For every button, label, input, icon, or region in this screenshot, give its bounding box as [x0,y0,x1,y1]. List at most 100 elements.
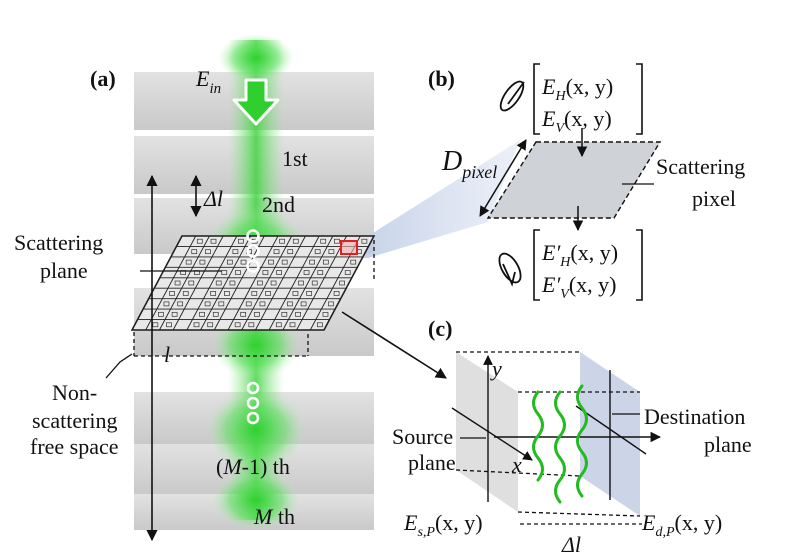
grid-cell-mark [270,280,277,286]
output-ev: E′V(x, y) [541,272,616,302]
grid-cell-mark [158,311,164,317]
scattering-plane-label-1: Scattering [14,230,103,255]
grid-cell-mark [309,259,315,265]
grid-cell-mark [334,238,340,244]
grid-cell-mark [218,301,225,307]
pixel-label-2: pixel [692,186,736,211]
source-x-axis [451,407,533,461]
dest-x-axis [575,405,647,455]
axis-x-label: x [511,452,522,477]
input-field-label: Ein [195,66,221,97]
grid-cell-mark [311,280,318,286]
grid-cell-mark [259,301,266,307]
grid-cell-mark [191,249,198,255]
source-plane-label-2: plane [408,450,456,475]
grid-cell-mark [238,238,244,244]
thickness-label: l [164,342,170,367]
scattering-plane-label-2: plane [40,258,88,283]
grid-cell-mark [234,322,241,328]
grid-cell-mark [276,270,282,275]
grid-cell-mark [215,280,222,286]
grid-cell-mark [328,301,334,307]
grid-cell-mark [292,238,299,244]
grid-cell-mark [320,238,327,244]
grid-cell-mark [322,259,329,265]
grid-cell-mark [221,270,228,275]
grid-cell-mark [235,270,241,275]
pixel-size-label: Dpixel [441,146,497,182]
grid-cell-mark [317,270,324,275]
grid-cell-mark [240,259,247,265]
grid-cell-mark [328,249,335,255]
delta-l-label: Δl [203,186,223,211]
panel-c-tag: (c) [428,316,452,341]
panel-c: (c) y x Source plane [392,316,752,557]
grid-cell-mark [281,259,288,265]
grid-cell-mark [226,259,233,265]
grid-line-vertical [255,235,306,331]
grid-cell-mark [169,291,175,296]
panel-c-pointer [341,311,447,379]
grid-cell-mark [199,311,205,317]
grid-cell-mark [298,280,304,286]
grid-cell-mark [196,238,203,244]
grid-cell-mark [185,259,192,265]
grid-line-vertical [172,235,224,331]
grid-cell-mark [171,311,178,317]
grid-cell-mark [268,259,274,265]
grid-cell-mark [287,249,294,255]
grid-cell-mark [281,311,288,317]
grid-cell-mark [210,291,217,296]
grid-line-vertical [227,235,279,331]
layer-m-label: M th [253,504,295,529]
panel-b-tag: (b) [428,66,455,91]
grid-cell-mark [279,238,285,244]
dest-plane-label-1: Destination [644,404,745,429]
grid-line-vertical [200,235,251,331]
grid-cell-mark [273,249,280,255]
dest-plane-label-2: plane [704,432,752,457]
grid-line-vertical [296,235,347,331]
grid-cell-mark [166,322,172,328]
grid-line-vertical [241,235,293,331]
grid-cell-mark [300,301,307,307]
grid-cell-mark [289,322,296,328]
output-polarization-icon [498,252,522,287]
grid-cell-mark [314,249,321,255]
grid-cell-mark [232,249,239,255]
grid-cell-mark [205,249,211,255]
grid-cell-mark [245,301,252,307]
grid-line-vertical [186,235,238,331]
grid-cell-mark [257,280,263,286]
grid-cell-mark [292,291,299,296]
grid-cell-mark [361,238,368,244]
output-vector-bracket-right [636,229,643,301]
pixel-size-arrow [479,139,527,217]
grid-cell-mark [317,322,323,328]
dest-field-label: Ed,P(x, y) [641,510,722,540]
grid-cell-mark [229,280,236,286]
nonscattering-label-2: scattering [32,408,118,433]
grid-cell-mark [174,280,181,286]
source-field-label: Es,P(x, y) [403,510,483,540]
grid-cell-mark [207,322,214,328]
grid-cell-mark [322,311,329,317]
input-ev: EV(x, y) [541,106,612,136]
grid-line-vertical [268,235,320,331]
waves [532,384,588,504]
grid-cell-mark [344,270,351,275]
panel-b: (b) EH(x, y) EV(x, y) E′H(x, y) E′V(x, y… [428,63,745,302]
input-arrow-icon [232,78,280,126]
input-vector-bracket-left [533,63,540,135]
output-vector-bracket-left [533,229,540,301]
nonscattering-label-3: free space [30,434,119,459]
grid-cell-mark [193,322,200,328]
grid-cell-mark [333,291,340,296]
grid-cell-mark [188,280,195,286]
grid-cell-mark [163,301,170,307]
grid-cell-mark [182,291,189,296]
propagation-distance-label: Δl [561,532,581,557]
grid-cell-mark [265,291,271,296]
propagation-frame [455,351,641,517]
